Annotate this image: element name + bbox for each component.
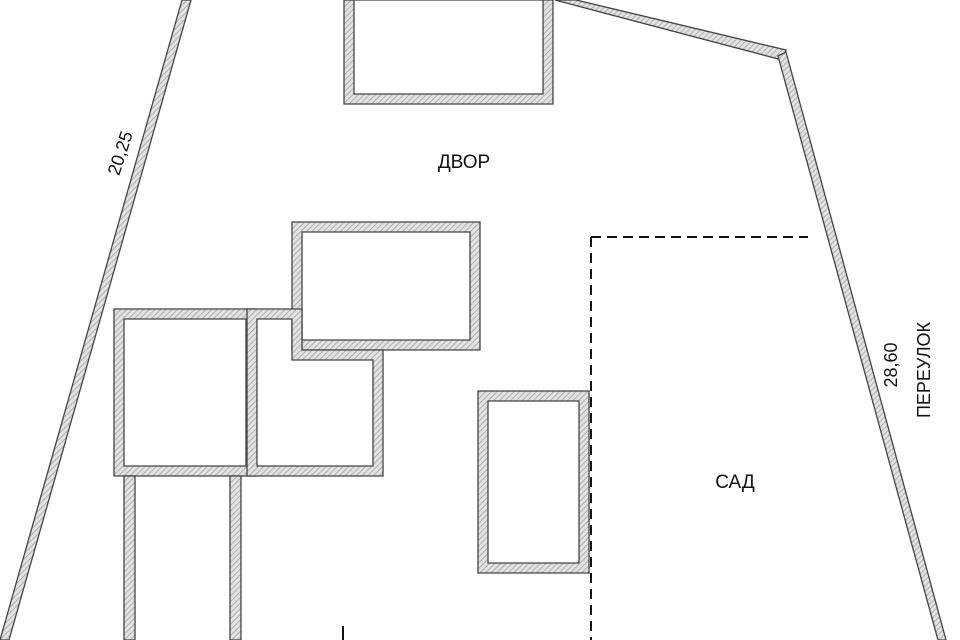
corridor-wall-left <box>123 475 136 640</box>
courtyard-label: ДВОР <box>438 152 490 173</box>
corridor-wall-right <box>229 475 242 640</box>
left-side-length-label: 20,25 <box>104 129 137 178</box>
building-top <box>343 0 554 105</box>
building-garden-side <box>477 390 590 574</box>
boundary-right-side <box>777 51 947 640</box>
garden-label: САД <box>715 472 755 493</box>
building-left-room <box>113 308 257 477</box>
building-center-room <box>246 308 384 477</box>
boundary-top-right-side <box>554 0 787 61</box>
boundary-left-side <box>0 0 192 640</box>
lane-label: ПЕРЕУЛОК <box>914 321 934 418</box>
garden-boundary <box>590 236 808 640</box>
building-middle-upper <box>291 221 481 351</box>
right-side-length-label: 28,60 <box>881 342 901 387</box>
